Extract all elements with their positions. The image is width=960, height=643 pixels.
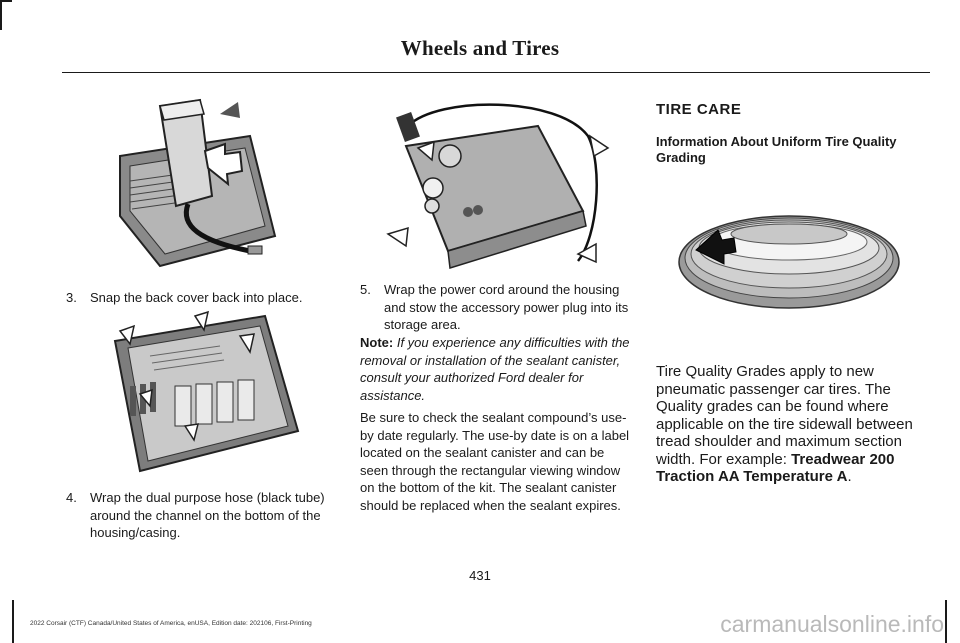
note-label: Note: bbox=[360, 335, 394, 350]
step-text: Snap the back cover back into place. bbox=[90, 290, 303, 305]
step-number: 4. bbox=[66, 490, 77, 505]
note-paragraph: Note: If you experience any difficulties… bbox=[360, 334, 632, 404]
note-text: If you experience any difficulties with … bbox=[360, 335, 630, 403]
step-number: 3. bbox=[66, 290, 77, 305]
step-5: 5. Wrap the power cord around the housin… bbox=[360, 281, 632, 334]
step-number: 5. bbox=[360, 282, 371, 297]
watermark: carmanualsonline.info bbox=[720, 611, 944, 637]
page-number: 431 bbox=[469, 568, 491, 583]
tire-quality-end: . bbox=[847, 468, 852, 485]
crop-mark bbox=[12, 600, 14, 643]
figure-tire-sidewall bbox=[674, 200, 904, 325]
step-text: Wrap the power cord around the housing a… bbox=[384, 282, 629, 332]
figure-canister-insert bbox=[100, 96, 300, 276]
crop-mark bbox=[945, 600, 947, 643]
tire-quality-paragraph: Tire Quality Grades apply to new pneumat… bbox=[656, 363, 934, 486]
figure-power-cord bbox=[378, 96, 628, 276]
step-3: 3. Snap the back cover back into place. bbox=[66, 289, 346, 307]
figure-back-cover bbox=[100, 306, 300, 481]
step-4: 4. Wrap the dual purpose hose (black tub… bbox=[66, 489, 346, 542]
footer-edition: 2022 Corsair (CTF) Canada/United States … bbox=[30, 620, 312, 627]
crop-mark bbox=[0, 0, 2, 30]
subsection-heading: Information About Uniform Tire Quality G… bbox=[656, 134, 897, 165]
section-title: TIRE CARE bbox=[656, 101, 742, 118]
step-text: Wrap the dual purpose hose (black tube) … bbox=[90, 490, 325, 540]
sealant-paragraph: Be sure to check the sealant compound’s … bbox=[360, 410, 630, 513]
tire-quality-text: Tire Quality Grades apply to new pneumat… bbox=[656, 363, 913, 468]
header-rule bbox=[62, 72, 930, 73]
crop-mark bbox=[0, 0, 12, 2]
tire-quality-example: Treadwear 200 Traction AA Temperature A bbox=[656, 450, 895, 486]
page-header-title: Wheels and Tires bbox=[400, 36, 560, 60]
